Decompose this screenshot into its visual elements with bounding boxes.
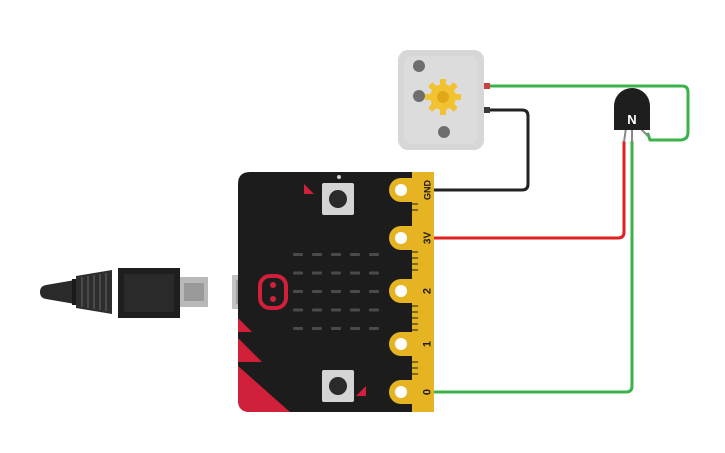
led: [331, 308, 341, 312]
led: [369, 271, 379, 275]
led: [369, 327, 379, 330]
pin-label: 2: [422, 288, 434, 294]
button-icon: [329, 190, 347, 208]
led: [350, 308, 360, 312]
led: [369, 290, 379, 293]
led: [331, 253, 341, 256]
led: [331, 290, 341, 293]
pin-hole: [395, 386, 407, 398]
wire-3v[interactable]: [426, 140, 626, 240]
transistor-label: N: [627, 112, 636, 127]
pin-label: 0: [422, 389, 434, 395]
pin-label: 3V: [423, 232, 434, 245]
led: [350, 290, 360, 293]
wire-motor-positive[interactable]: [484, 84, 690, 142]
pin-p2[interactable]: 2: [389, 279, 434, 303]
pin-label: GND: [423, 180, 433, 201]
led-matrix: [293, 253, 379, 330]
pin-p1[interactable]: 1: [389, 332, 434, 356]
led: [312, 308, 322, 312]
pin-hole: [395, 232, 407, 244]
led: [369, 308, 379, 312]
edge-pins: GND 3V 2 1 0: [389, 178, 434, 404]
led: [369, 253, 379, 256]
pin-3v[interactable]: 3V: [389, 226, 434, 250]
led: [350, 327, 360, 330]
led: [331, 327, 341, 330]
led: [293, 327, 303, 330]
pin-p0[interactable]: 0: [389, 380, 434, 404]
pin-hole: [395, 184, 407, 196]
led: [293, 271, 303, 275]
wire-pin0[interactable]: [426, 140, 634, 394]
dc-motor[interactable]: [398, 50, 490, 150]
led: [350, 253, 360, 256]
led: [350, 271, 360, 275]
led: [312, 327, 322, 330]
gear-icon: [425, 79, 461, 115]
led: [312, 290, 322, 293]
microbit-logo: [258, 274, 288, 310]
pin-hole: [395, 338, 407, 350]
pin-label: 1: [422, 341, 434, 347]
button-icon: [329, 377, 347, 395]
pin-hole: [395, 285, 407, 297]
npn-transistor[interactable]: N: [614, 88, 650, 143]
led: [312, 271, 322, 275]
wire-gnd[interactable]: [426, 108, 530, 192]
button-b[interactable]: [322, 370, 354, 402]
usb-cable-icon: [40, 268, 208, 318]
led: [293, 253, 303, 256]
microbit-board[interactable]: GND 3V 2 1 0: [232, 172, 434, 412]
led: [293, 308, 303, 312]
led: [312, 253, 322, 256]
led: [331, 271, 341, 275]
pin-gnd[interactable]: GND: [389, 178, 433, 202]
led: [293, 290, 303, 293]
button-a[interactable]: [322, 183, 354, 215]
wires: [426, 84, 690, 394]
